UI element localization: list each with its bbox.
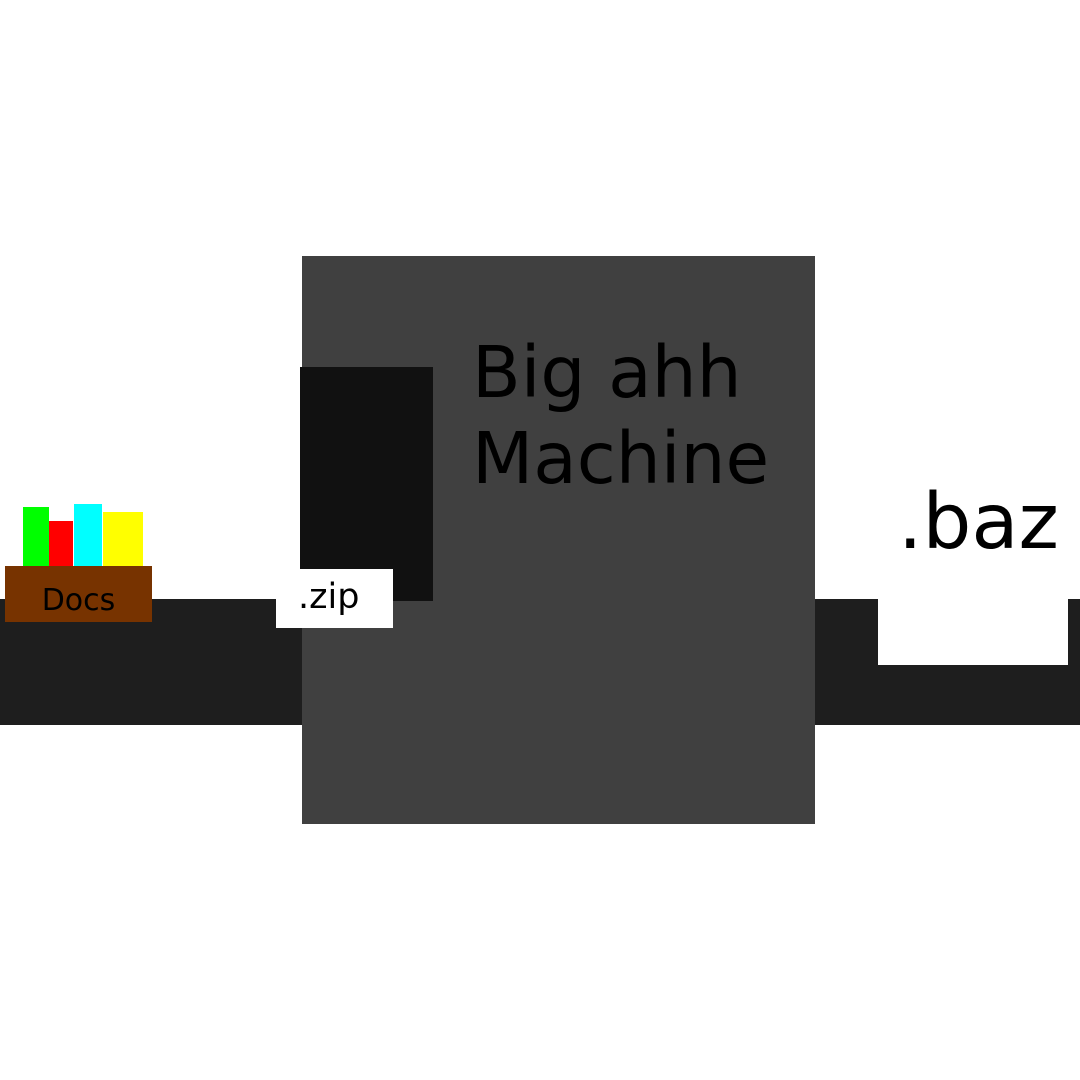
yellow-document-icon (103, 512, 143, 569)
output-tray (878, 599, 1068, 665)
green-document-icon (23, 507, 49, 569)
cyan-document-icon (74, 504, 102, 569)
red-document-icon (49, 521, 73, 569)
zip-file-card (276, 569, 393, 628)
machine-intake-slot (300, 367, 433, 601)
baz-file-label: .baz (898, 478, 1059, 567)
docs-box (5, 566, 152, 622)
zip-file-label: .zip (298, 577, 360, 617)
machine-label: Big ahh Machine (472, 331, 770, 500)
docs-box-label: Docs (41, 583, 116, 618)
